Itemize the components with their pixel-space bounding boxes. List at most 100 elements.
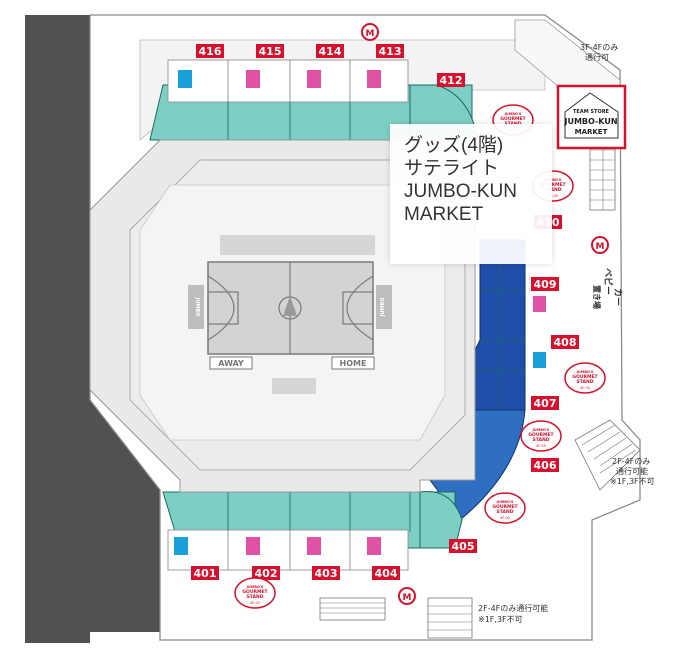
gourmet-stand-code: 4F-02	[500, 516, 510, 520]
team-store-line3: MARKET	[575, 128, 608, 136]
elevator-bottom: M	[398, 587, 416, 605]
stair-right-steps	[581, 424, 637, 474]
bench-right	[376, 285, 392, 329]
section-label-415: 415	[259, 45, 282, 58]
gourmet-stand-text: STAND	[545, 187, 562, 193]
home-label: HOME	[340, 359, 367, 368]
gourmet-stand-badge[interactable]	[484, 492, 526, 524]
section-label-405: 405	[452, 540, 475, 553]
section-badge-414[interactable]	[316, 44, 344, 58]
elevator-bottom-label: M	[403, 593, 412, 603]
baby-car-line2: カー	[612, 288, 623, 306]
gourmet-stand-badge[interactable]	[564, 362, 606, 394]
section-label-407: 407	[534, 397, 557, 410]
gourmet-stand-code: 4F-03	[548, 194, 558, 198]
gourmet-stand-code: 4F-05	[536, 444, 546, 448]
section-badge-413[interactable]	[376, 44, 404, 58]
note-bottom-line2: ※1F,3F不可	[478, 615, 523, 624]
section-label-409: 409	[534, 278, 557, 291]
note-top-line1: 3F-4Fのみ	[580, 43, 618, 52]
gourmet-stand-text: JUMBO'S	[504, 112, 522, 116]
section-badge-402[interactable]	[252, 566, 280, 580]
court-side-block-bottom	[272, 378, 316, 394]
elevator-top-label: M	[366, 29, 375, 39]
section-label-402: 402	[255, 567, 278, 580]
section-label-401: 401	[194, 567, 217, 580]
section-badge-416[interactable]	[196, 44, 224, 58]
section-label-404: 404	[375, 567, 398, 580]
section-badge-412[interactable]	[437, 73, 465, 87]
restroom-female-icon	[307, 537, 321, 555]
section-badge-403[interactable]	[312, 566, 340, 580]
note-top-line2: 通行可	[585, 52, 609, 62]
section-badge-407[interactable]	[531, 396, 559, 410]
court-side-block-top	[220, 235, 375, 255]
gourmet-stand-text: STAND	[533, 437, 550, 443]
note-right-line1: 2F-4Fのみ	[612, 457, 650, 466]
gourmet-stand-text: GOURMET	[528, 432, 554, 438]
tooltip-line4: MARKET	[404, 204, 484, 225]
gourmet-stand-code: 4F-03	[250, 601, 260, 605]
gourmet-stand-text: STAND	[577, 379, 594, 385]
section-badge-406[interactable]	[531, 458, 559, 472]
bench-right-label: JUMBO	[380, 298, 386, 318]
gourmet-stand-text: JUMBO'S	[496, 500, 514, 504]
team-store-box	[564, 92, 619, 139]
section-badge-415[interactable]	[256, 44, 284, 58]
seating-dividers	[227, 100, 525, 532]
baby-car-area: ベビー カー 置き場	[592, 268, 623, 309]
gourmet-stand-badge[interactable]	[234, 577, 276, 609]
gourmet-stand-code: 4F-04	[580, 386, 591, 390]
away-label: AWAY	[218, 359, 244, 368]
bench-left-label: JUMBO	[194, 297, 200, 317]
escalator-right	[589, 139, 616, 211]
section-label-416: 416	[199, 45, 222, 58]
restroom-male-icon	[174, 537, 188, 555]
baby-car-line3: 置き場	[592, 285, 602, 309]
tooltip-line1: グッズ(4階)	[404, 135, 504, 156]
note-right-line3: ※1F,3F不可	[610, 477, 655, 486]
tooltip-line3: JUMBO-KUN	[404, 181, 517, 202]
section-badge-408[interactable]	[551, 335, 579, 349]
section-badge-405[interactable]	[449, 539, 477, 553]
section-label-414: 414	[319, 45, 342, 58]
section-label-413: 413	[379, 45, 402, 58]
home-box	[331, 356, 375, 370]
gourmet-stand-badge[interactable]	[520, 420, 562, 452]
restroom-icons	[174, 70, 546, 555]
restroom-male-icon	[533, 352, 546, 368]
escalator-steps	[590, 140, 615, 210]
gourmet-stand-text: JUMBO'S	[246, 585, 264, 589]
section-label-408: 408	[554, 336, 577, 349]
gourmet-stand-text: GOURMET	[492, 504, 518, 510]
restroom-female-icon	[533, 296, 546, 312]
team-store-line1: TEAM STORE	[573, 109, 610, 115]
center-logo	[283, 296, 297, 316]
court-lines	[207, 262, 374, 354]
section-label-412: 412	[440, 74, 463, 87]
section-badge-404[interactable]	[372, 566, 400, 580]
section-badge-401[interactable]	[191, 566, 219, 580]
section-label-403: 403	[315, 567, 338, 580]
gourmet-stand-text: GOURMET	[572, 374, 598, 380]
tooltip-line2: サテライト	[404, 158, 500, 179]
stair-bottom-left-steps	[320, 602, 385, 614]
elevator-right: M	[591, 236, 609, 254]
gourmet-stand-text: GOURMET	[540, 182, 566, 188]
store-tooltip: グッズ(4階) サテライト JUMBO-KUN MARKET	[390, 124, 552, 264]
bench-left	[188, 285, 204, 329]
gourmet-stand-text: JUMBO'S	[532, 428, 550, 432]
elevator-right-label: M	[596, 242, 605, 252]
gourmet-stand-text: STAND	[497, 509, 514, 515]
baby-car-line1: ベビー	[602, 268, 614, 295]
stair-bottom-left	[319, 597, 386, 621]
elevator-top: M	[361, 23, 379, 41]
gourmet-stand-text: JUMBO'S	[544, 178, 562, 182]
stair-bottom-right-steps	[428, 605, 472, 631]
section-badge-409[interactable]	[531, 277, 559, 291]
gourmet-stand-text: JUMBO'S	[576, 370, 594, 374]
team-store-line2: JUMBO-KUN	[563, 117, 617, 126]
stair-bottom-right	[427, 597, 473, 639]
